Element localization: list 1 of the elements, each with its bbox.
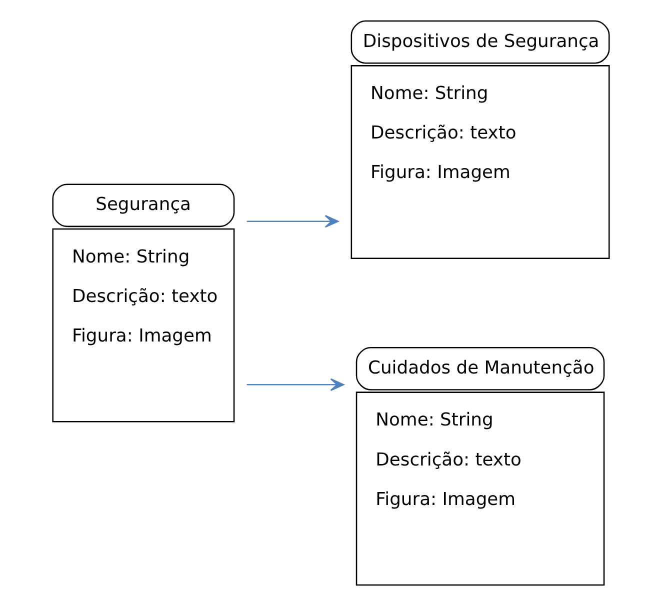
arrow xyxy=(246,378,344,392)
